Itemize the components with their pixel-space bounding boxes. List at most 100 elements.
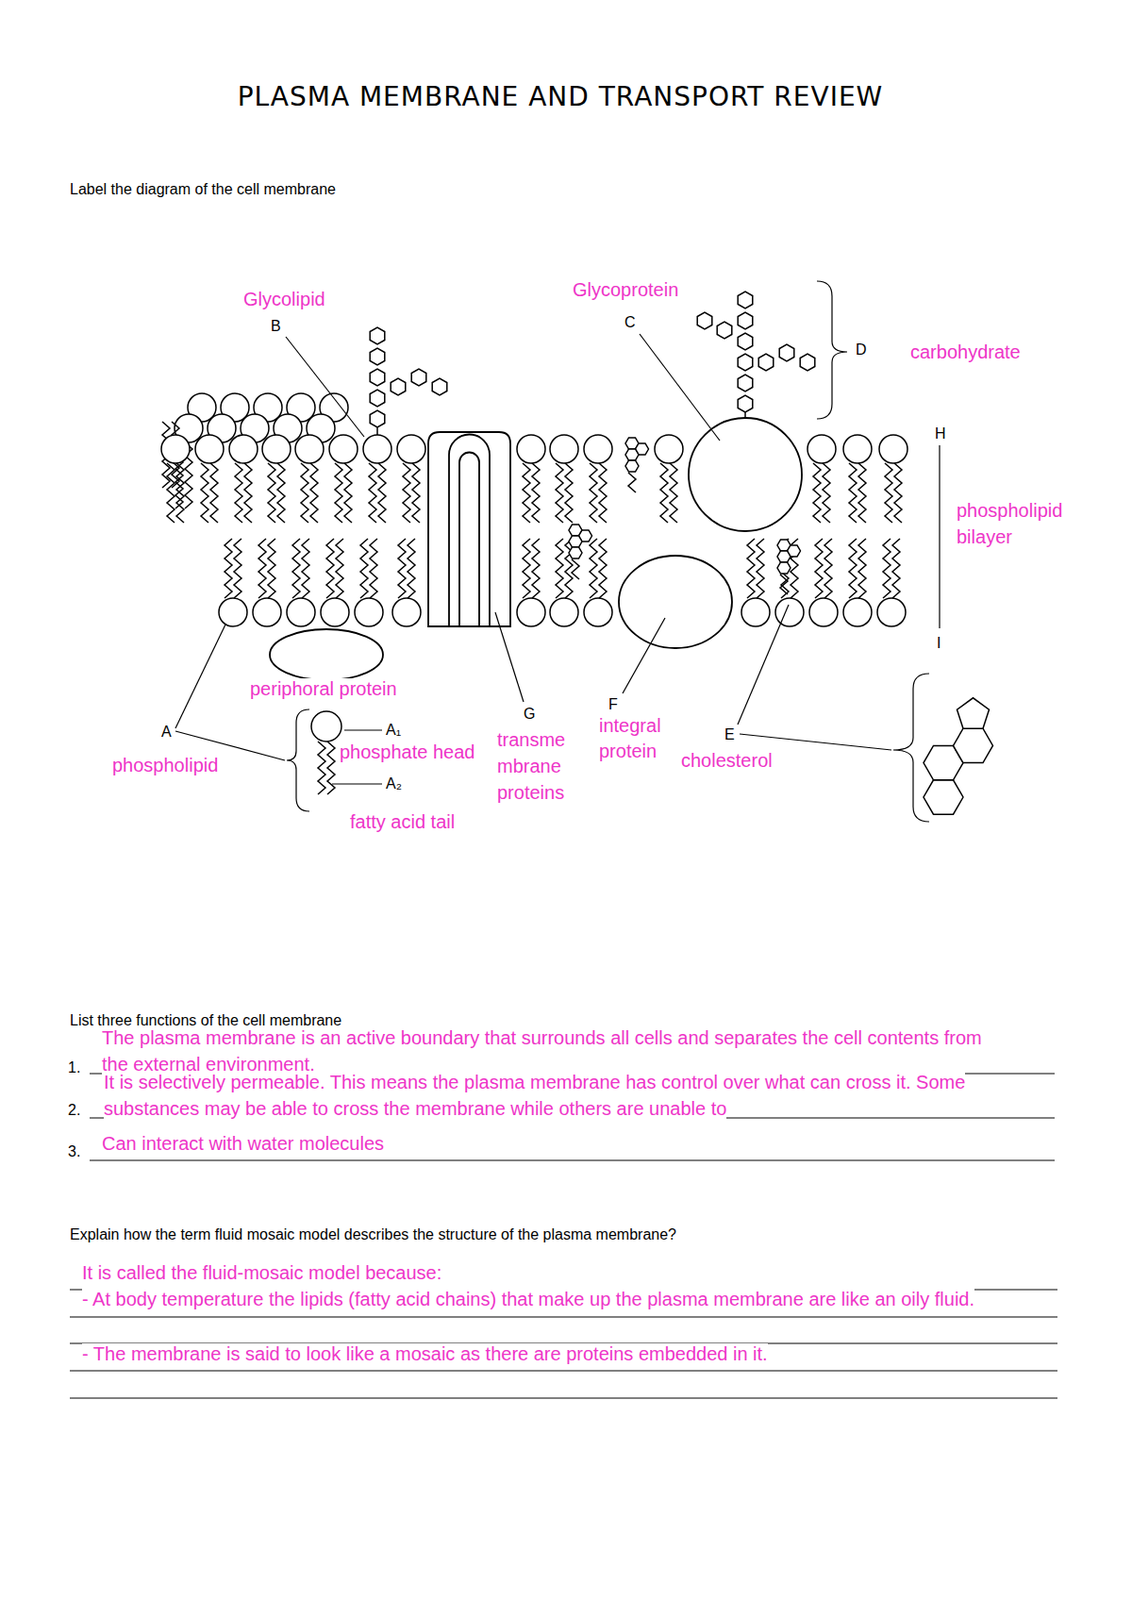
callout-letter: A₁ <box>385 721 401 738</box>
callout-letter: C <box>624 314 636 331</box>
phosphate-head <box>807 434 836 464</box>
fatty-acid-tail <box>233 538 242 599</box>
answer-label: phosphate head <box>339 741 475 763</box>
callout-letter-holder: C <box>624 314 636 332</box>
answer-label-holder: periphoral protein <box>249 678 398 700</box>
leader-line <box>622 617 666 694</box>
fatty-acid-tail <box>892 538 900 599</box>
sugar-ring <box>432 378 448 396</box>
phosphate-head <box>229 434 258 464</box>
fatty-acid-tail <box>300 463 309 523</box>
sugar-ring <box>799 353 816 371</box>
leader-line <box>739 733 892 750</box>
fatty-acid-tail <box>200 463 209 523</box>
glycoprotein-circle <box>688 417 802 532</box>
question: List three functions of the cell membran… <box>69 1012 342 1029</box>
sugar-ring <box>369 389 385 407</box>
channel-wall <box>449 433 490 627</box>
phosphate-head <box>354 598 383 627</box>
callout-letter: A₂ <box>385 775 402 792</box>
fatty-acid-tail <box>368 463 377 523</box>
sugar-ring <box>953 728 994 763</box>
sugar-ring <box>737 395 753 413</box>
answer-label-holder: Glycolipid <box>243 288 326 311</box>
phosphate-head <box>329 434 358 464</box>
phosphate-head <box>741 598 770 627</box>
fatty-acid-tail <box>756 538 765 599</box>
bilayer-span-line <box>938 445 940 629</box>
callout-letter: D <box>855 341 867 358</box>
sugar-ring <box>737 291 753 309</box>
fatty-acid-tail <box>882 538 891 599</box>
callout-letter: F <box>608 696 618 713</box>
phosphate-head <box>262 434 291 464</box>
phosphate-head <box>363 434 392 464</box>
fatty-acid-tail <box>858 538 866 599</box>
fatty-acid-tail <box>310 463 318 523</box>
fatty-acid-tail <box>334 463 343 523</box>
leader-line <box>737 604 789 725</box>
sugar-ring <box>737 353 753 371</box>
answer-label-holder: cholesterol <box>681 749 773 772</box>
phosphate-head <box>286 598 316 627</box>
sugar-ring <box>758 353 774 371</box>
fatty-acid-tail <box>402 463 411 523</box>
answer-label-holder: carbohydrate <box>910 341 1021 364</box>
fatty-acid-tail <box>210 463 218 523</box>
list-number-holder: 1. <box>67 1058 81 1078</box>
phosphate-head <box>877 598 906 627</box>
callout-letter-holder: A₂ <box>385 775 402 793</box>
callout-letter: G <box>523 705 535 722</box>
question: Explain how the term fluid mosaic model … <box>69 1226 677 1243</box>
page-title: PLASMA MEMBRANE AND TRANSPORT REVIEW <box>237 81 884 113</box>
sugar-ring <box>779 344 795 362</box>
fatty-acid-tail <box>669 463 678 523</box>
answer-rule <box>69 1398 1058 1399</box>
carbohydrate-chains <box>369 291 816 435</box>
phosphate-head <box>311 711 342 742</box>
answer-label-holder: fatty acid tail <box>349 811 455 833</box>
answer-label-holder: integral protein <box>599 713 677 765</box>
fatty-acid-tail <box>555 538 564 599</box>
answer-label-holder: transme mbrane proteins <box>497 726 575 806</box>
answer-text: - At body temperature the lipids (fatty … <box>82 1288 975 1310</box>
answer-label: cholesterol <box>681 749 773 771</box>
chain-link <box>376 427 379 435</box>
sugar-ring <box>369 327 385 345</box>
phosphate-head <box>809 598 838 627</box>
fatty-acid-tail <box>532 538 540 599</box>
fatty-acid-tail <box>360 538 368 599</box>
answer-text-holder: It is called the fluid-mosaic model beca… <box>82 1259 1016 1286</box>
fatty-acid-tail <box>344 463 352 523</box>
fatty-acid-tail <box>378 463 386 523</box>
fatty-acid-tail <box>412 463 420 523</box>
phosphate-head <box>583 434 613 464</box>
fatty-acid-tail <box>522 463 531 523</box>
answer-text-holder: - The membrane is said to look like a mo… <box>82 1340 1016 1367</box>
answer-label: fatty acid tail <box>349 811 455 833</box>
fatty-acid-tail <box>258 538 267 599</box>
fatty-acid-tail <box>407 538 416 599</box>
sugar-ring <box>411 368 427 386</box>
fatty-acid-tail <box>884 463 893 523</box>
sugar-ring <box>777 562 791 574</box>
fatty-acid-tail <box>815 538 823 599</box>
list-number: 2. <box>67 1101 81 1118</box>
leader-line <box>332 782 383 784</box>
fatty-acid-tail <box>599 538 607 599</box>
answer-label: phospholipid <box>112 754 218 776</box>
question-holder: Explain how the term fluid mosaic model … <box>69 1225 677 1245</box>
fatty-acid-tail <box>565 463 573 523</box>
fatty-acid-tail <box>277 463 285 523</box>
answer-label-holder: phospholipid <box>112 754 218 777</box>
fatty-acid-tail <box>849 463 857 523</box>
channel-pore <box>459 452 480 628</box>
fatty-acid-tail <box>849 538 857 599</box>
sugar-ring <box>369 410 385 428</box>
fatty-acid-tail <box>747 538 755 599</box>
phosphate-head <box>161 434 190 464</box>
answer-label: Glycoprotein <box>572 279 679 300</box>
fatty-acid-tail <box>571 559 580 580</box>
phosphate-head <box>775 598 804 627</box>
callout-letter: B <box>270 317 282 334</box>
